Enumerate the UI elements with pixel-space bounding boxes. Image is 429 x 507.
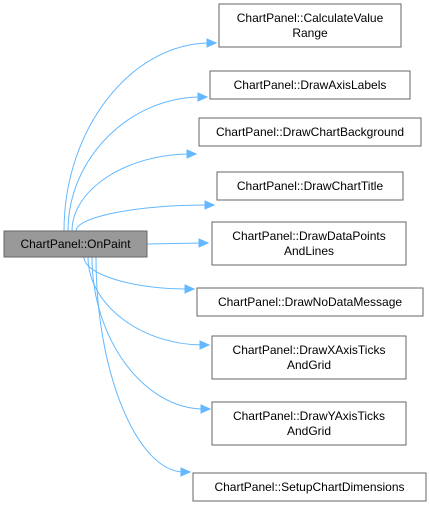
callee-node-label: ChartPanel::DrawNoDataMessage xyxy=(218,295,402,309)
callee-node-box xyxy=(216,171,404,201)
callee-node-label: ChartPanel::DrawYAxisTicks xyxy=(233,409,385,423)
callee-node-box xyxy=(192,472,427,502)
callee-node-label: AndGrid xyxy=(287,424,331,438)
callee-node-label: ChartPanel::DrawChartTitle xyxy=(237,179,384,193)
callee-node-label: ChartPanel::DrawDataPoints xyxy=(232,229,385,243)
callee-node-box xyxy=(196,287,424,317)
callee-node-box xyxy=(209,70,411,100)
root-node-label: ChartPanel::OnPaint xyxy=(20,237,131,251)
callee-node-label: AndLines xyxy=(284,244,334,258)
callee-node-box xyxy=(211,221,407,266)
edge-draw-yaxis-ticks-and-grid xyxy=(91,256,205,410)
arrowhead-setup-chart-dimensions xyxy=(180,467,192,477)
arrowhead-draw-axis-labels xyxy=(197,92,209,102)
callee-node-label: ChartPanel::DrawChartBackground xyxy=(216,125,404,139)
edge-draw-chart-title xyxy=(75,204,209,232)
edge-calculate-value-range xyxy=(63,42,211,232)
callee-node-box xyxy=(218,3,402,48)
arrowhead-calculate-value-range xyxy=(206,38,218,48)
callee-nodes: ChartPanel::CalculateValueRangeChartPane… xyxy=(192,3,427,502)
callee-node-label: Range xyxy=(292,26,328,40)
callee-node-label: AndGrid xyxy=(287,358,331,372)
edge-draw-axis-labels xyxy=(67,96,202,232)
callee-node-draw-axis-labels[interactable]: ChartPanel::DrawAxisLabels xyxy=(209,70,411,100)
callee-node-label: ChartPanel::DrawAxisLabels xyxy=(234,78,387,92)
arrowhead-draw-chart-title xyxy=(204,200,216,210)
edge-draw-chart-background xyxy=(71,153,191,232)
callee-node-label: ChartPanel::DrawXAxisTicks xyxy=(233,343,386,357)
callee-node-setup-chart-dimensions[interactable]: ChartPanel::SetupChartDimensions xyxy=(192,472,427,502)
callee-node-box xyxy=(211,335,407,380)
root-node-onpaint[interactable]: ChartPanel::OnPaint xyxy=(3,230,148,258)
callee-node-draw-chart-title[interactable]: ChartPanel::DrawChartTitle xyxy=(216,171,404,201)
callee-node-draw-chart-background[interactable]: ChartPanel::DrawChartBackground xyxy=(198,117,422,147)
edge-draw-xaxis-ticks-and-grid xyxy=(87,256,204,346)
arrowhead-draw-yaxis-ticks-and-grid xyxy=(200,404,212,414)
callee-node-box xyxy=(198,117,422,147)
arrowhead-draw-data-points-and-lines xyxy=(198,238,210,248)
callee-node-label: ChartPanel::SetupChartDimensions xyxy=(214,480,404,494)
edge-setup-chart-dimensions xyxy=(95,256,185,473)
arrowhead-draw-xaxis-ticks-and-grid xyxy=(199,340,211,350)
call-edges xyxy=(63,38,218,477)
callee-node-box xyxy=(211,401,407,446)
callee-node-label: ChartPanel::CalculateValue xyxy=(237,11,384,25)
edge-draw-no-data-message xyxy=(83,256,189,290)
edge-draw-data-points-and-lines xyxy=(146,242,203,245)
arrowhead-draw-no-data-message xyxy=(184,284,196,294)
arrowhead-draw-chart-background xyxy=(186,149,198,159)
root-node-box xyxy=(3,230,148,258)
callee-node-draw-no-data-message[interactable]: ChartPanel::DrawNoDataMessage xyxy=(196,287,424,317)
